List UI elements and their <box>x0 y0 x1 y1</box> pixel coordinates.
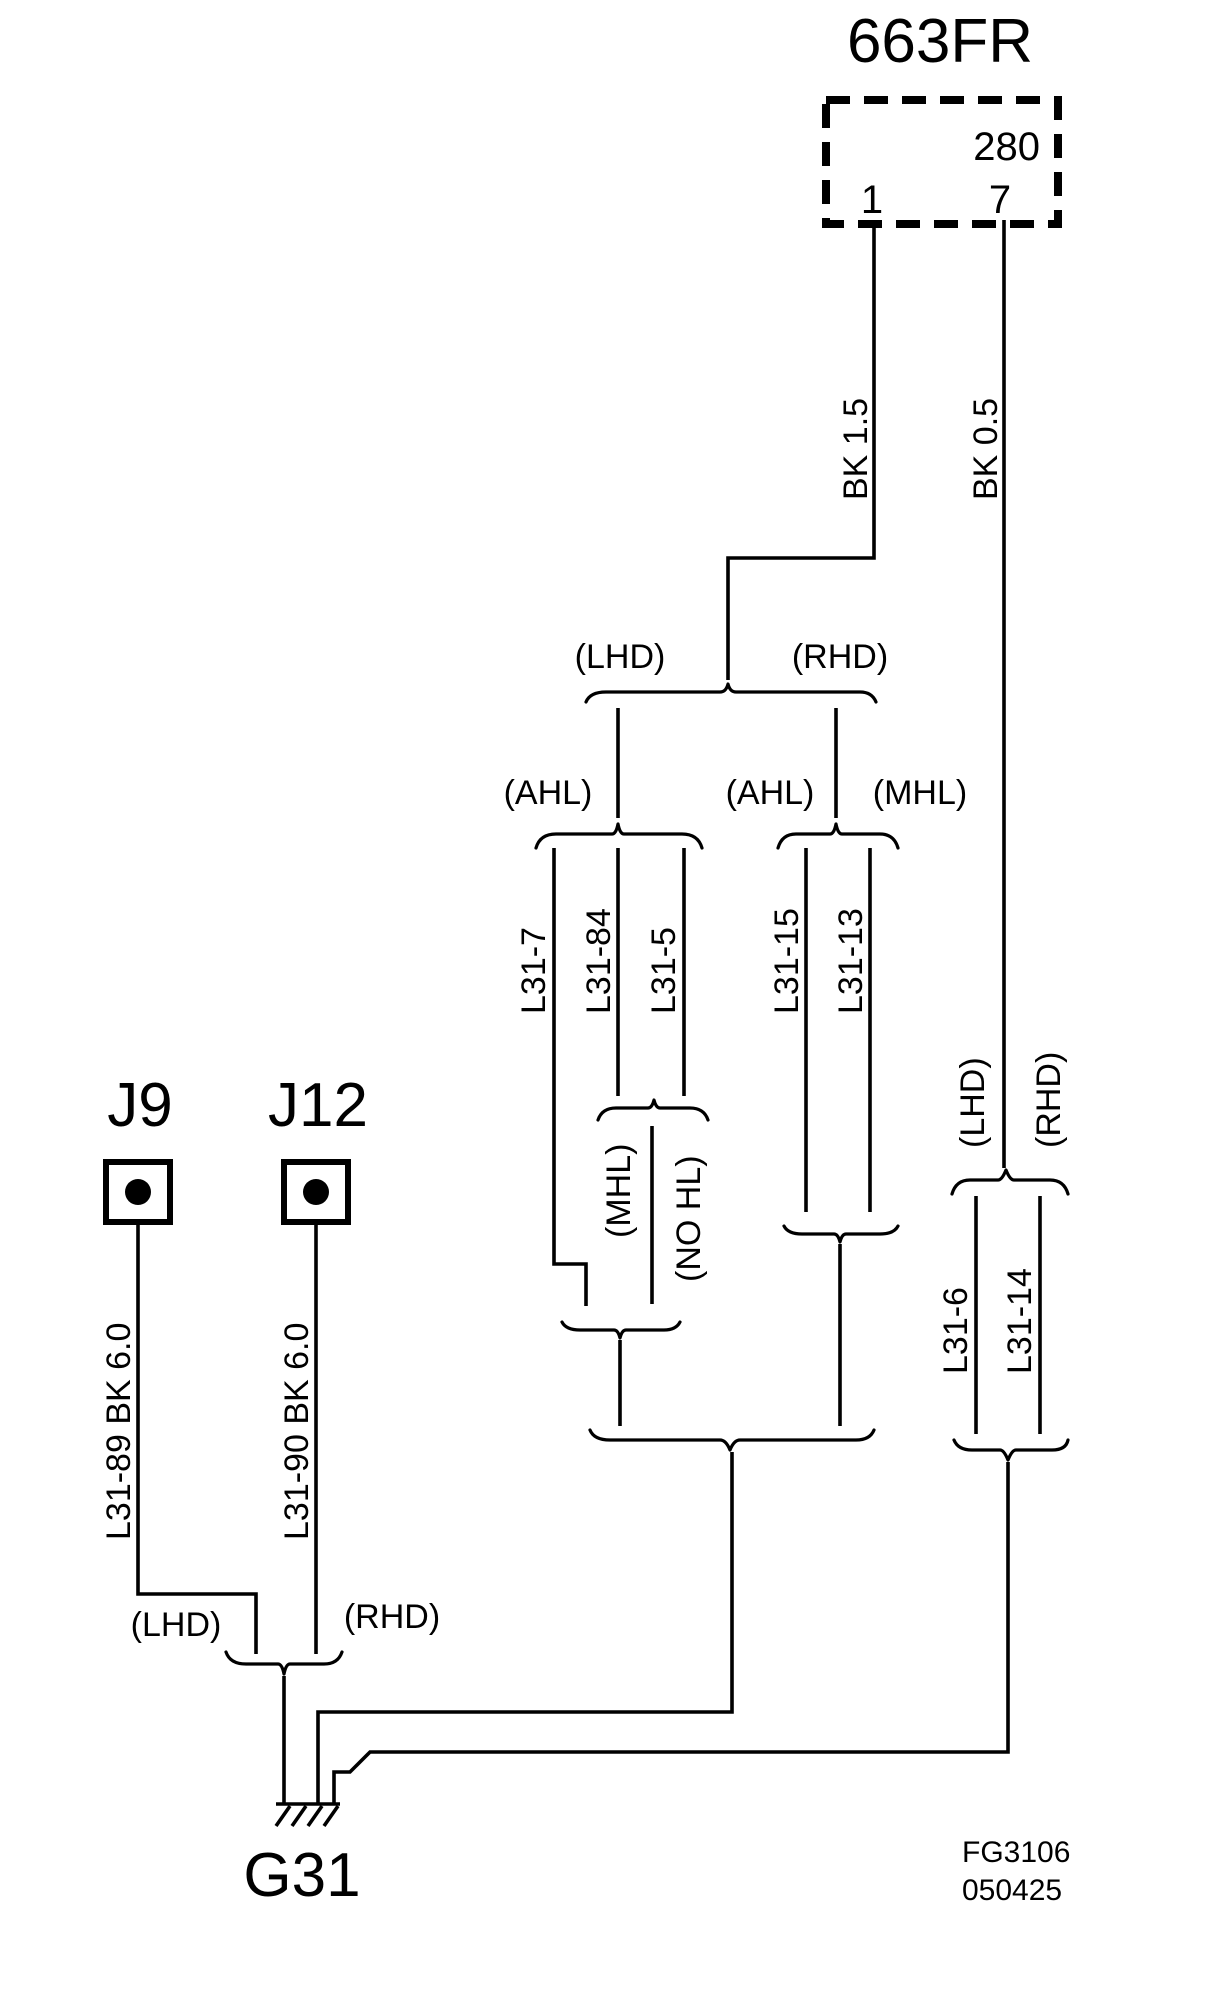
wire-main-to-ground <box>316 1452 734 1804</box>
wire-pin1-label: BK 1.5 <box>837 398 875 500</box>
brace-pin7 <box>950 1168 1070 1196</box>
splice-l31-7: L31-7 <box>515 927 553 1014</box>
ground-label: G31 <box>243 1841 360 1910</box>
ground-icon <box>274 1804 340 1828</box>
connector-j12-label: J12 <box>268 1071 368 1140</box>
brace-lhd-merge <box>560 1320 682 1340</box>
option-ahl-rhd: (AHL) <box>726 774 815 812</box>
brace-pin7-merge <box>952 1438 1070 1462</box>
brace-lhd-ahl <box>534 822 704 850</box>
pin-1-label: 1 <box>861 178 883 222</box>
figure-id: FG3106 <box>962 1836 1070 1869</box>
component-name: 663FR <box>847 7 1033 76</box>
option-rhd-right: (RHD) <box>1030 1052 1068 1148</box>
connector-j9-pin <box>125 1179 151 1205</box>
splice-l31-84: L31-84 <box>580 908 618 1014</box>
option-mhl-lhd: (MHL) <box>600 1144 638 1238</box>
brace-rhd-ahl <box>776 822 900 850</box>
option-rhd-ground: (RHD) <box>344 1598 440 1636</box>
splice-l31-5: L31-5 <box>645 927 683 1014</box>
splice-l31-14: L31-14 <box>1001 1268 1039 1374</box>
connector-j12-pin <box>303 1179 329 1205</box>
wire-l31-89-label: L31-89 BK 6.0 <box>100 1323 138 1540</box>
brace-mhl-nohl <box>596 1098 710 1122</box>
option-mhl-rhd: (MHL) <box>873 774 967 812</box>
option-no-hl: (NO HL) <box>670 1155 708 1282</box>
brace-main-merge <box>588 1428 876 1452</box>
option-ahl-lhd: (AHL) <box>504 774 593 812</box>
wire-l31-90-label: L31-90 BK 6.0 <box>278 1323 316 1540</box>
figure-date: 050425 <box>962 1874 1062 1907</box>
splice-l31-6: L31-6 <box>937 1287 975 1374</box>
wire-pin1 <box>726 220 876 680</box>
option-rhd-top: (RHD) <box>792 638 888 676</box>
brace-rhd-merge <box>782 1224 900 1244</box>
component-box <box>822 96 1062 228</box>
wire-pin7-to-ground <box>332 1462 1010 1804</box>
brace-lhd-rhd <box>584 682 878 704</box>
connector-number: 280 <box>973 125 1040 169</box>
splice-l31-15: L31-15 <box>768 908 806 1014</box>
option-lhd-ground: (LHD) <box>131 1606 222 1644</box>
option-lhd-right: (LHD) <box>954 1057 992 1148</box>
splice-l31-13: L31-13 <box>832 908 870 1014</box>
option-lhd-top: (LHD) <box>575 638 666 676</box>
connector-j9-label: J9 <box>107 1071 172 1140</box>
wire-l31-89 <box>136 1222 258 1654</box>
wire-pin7-label: BK 0.5 <box>967 398 1005 500</box>
wire-l31-7 <box>552 848 588 1306</box>
pin-7-label: 7 <box>989 178 1011 222</box>
brace-ground-lhd-rhd <box>224 1650 344 1676</box>
